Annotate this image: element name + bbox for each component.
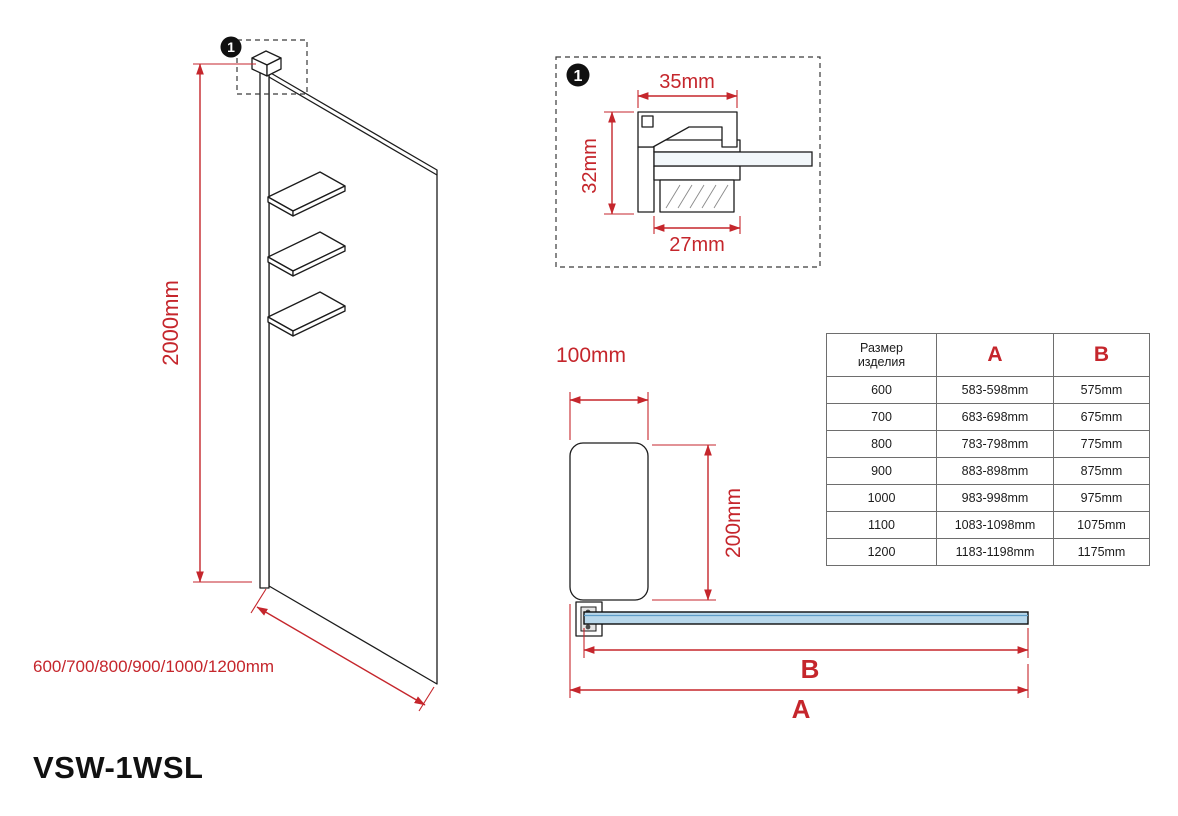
cell-size: 800	[826, 430, 937, 458]
dimension-a: A	[569, 604, 1029, 724]
table-row: 800 783-798mm 775mm	[826, 430, 1150, 458]
detail-bottom-label: 27mm	[669, 234, 725, 256]
cell-a: 983-998mm	[936, 484, 1054, 512]
clamp-lower-jaw	[653, 165, 741, 181]
size-table-header-product: Размер изделия	[826, 333, 937, 377]
cell-b: 775mm	[1053, 430, 1150, 458]
height-dimension-label: 2000mm	[158, 280, 183, 366]
detail-callout-marker	[566, 63, 590, 87]
size-table-header-a: A	[936, 333, 1054, 377]
plan-height-dimension: 200mm	[652, 444, 745, 601]
detail-side-label: 32mm	[579, 138, 601, 194]
size-table-header-product-line: Размер	[860, 341, 903, 355]
top-bracket	[251, 50, 282, 77]
cell-size: 1200	[826, 538, 937, 566]
shelf-1	[267, 171, 346, 217]
shelf-3	[267, 291, 346, 337]
profile-cross-section	[637, 111, 813, 213]
shelf-2	[267, 231, 346, 277]
wall-profile-plan	[569, 442, 649, 601]
plan-view: 100mm 200mm B	[556, 344, 1029, 724]
cell-size: 1100	[826, 511, 937, 539]
cell-b: 1175mm	[1053, 538, 1150, 566]
glass-panel-plan	[583, 611, 1029, 625]
plan-height-label: 200mm	[722, 488, 745, 558]
cell-a: 883-898mm	[936, 457, 1054, 485]
dimension-a-label: A	[792, 694, 811, 724]
cell-size: 700	[826, 403, 937, 431]
cell-a: 1083-1098mm	[936, 511, 1054, 539]
cell-a: 783-798mm	[936, 430, 1054, 458]
size-table-header-b: B	[1053, 333, 1150, 377]
glass-cross-section	[653, 151, 813, 167]
dimension-b: B	[583, 628, 1029, 684]
detail-side-dimension: 32mm	[579, 111, 634, 215]
width-dimension-label: 600/700/800/900/1000/1200mm	[33, 657, 274, 676]
wall-profile-bar	[259, 63, 270, 589]
cell-b: 875mm	[1053, 457, 1150, 485]
cell-a: 1183-1198mm	[936, 538, 1054, 566]
size-table-header-product-line: изделия	[857, 355, 906, 369]
table-row: 700 683-698mm 675mm	[826, 403, 1150, 431]
table-row: 600 583-598mm 575mm	[826, 376, 1150, 404]
table-row: 1000 983-998mm 975mm	[826, 484, 1150, 512]
plan-depth-dimension: 100mm	[556, 344, 649, 440]
width-dimension: 600/700/800/900/1000/1200mm	[33, 588, 435, 712]
cell-size: 600	[826, 376, 937, 404]
cell-size: 1000	[826, 484, 937, 512]
left-perspective-view: 1 2000mm 600/700/800/900/1000/1200mm	[33, 36, 438, 712]
cell-a: 583-598mm	[936, 376, 1054, 404]
cell-b: 675mm	[1053, 403, 1150, 431]
glass-thickness-edge	[268, 76, 438, 176]
model-title: VSW-1WSL	[33, 750, 204, 785]
cell-b: 575mm	[1053, 376, 1150, 404]
table-row: 1100 1083-1098mm 1075mm	[826, 511, 1150, 539]
callout-1-number: 1	[227, 39, 235, 55]
detail-callout-number: 1	[574, 68, 583, 85]
dimension-b-label: B	[801, 654, 820, 684]
table-row: 900 883-898mm 875mm	[826, 457, 1150, 485]
callout-dashed-box	[236, 39, 308, 95]
detail-top-dimension: 35mm	[637, 71, 738, 108]
cell-b: 975mm	[1053, 484, 1150, 512]
callout-1-marker	[220, 36, 242, 58]
clamp-hatching	[665, 184, 729, 209]
cell-b: 1075mm	[1053, 511, 1150, 539]
size-table-header-row: Размер изделия A B	[826, 333, 1150, 377]
profile-back-plate	[637, 146, 655, 213]
detail-view: 1 35mm	[555, 56, 821, 268]
detail-top-label: 35mm	[659, 71, 715, 93]
cell-a: 683-698mm	[936, 403, 1054, 431]
cell-size: 900	[826, 457, 937, 485]
height-dimension: 2000mm	[158, 63, 256, 583]
plan-depth-label: 100mm	[556, 344, 626, 367]
glass-panel	[268, 71, 438, 685]
table-row: 1200 1183-1198mm 1175mm	[826, 538, 1150, 566]
detail-dashed-box	[555, 56, 821, 268]
detail-bottom-dimension: 27mm	[653, 216, 741, 256]
profile-screw-channel	[641, 115, 654, 128]
size-table: Размер изделия A B 600 583-598mm 575mm 7…	[826, 333, 1150, 566]
profile-top-arm	[637, 111, 738, 148]
